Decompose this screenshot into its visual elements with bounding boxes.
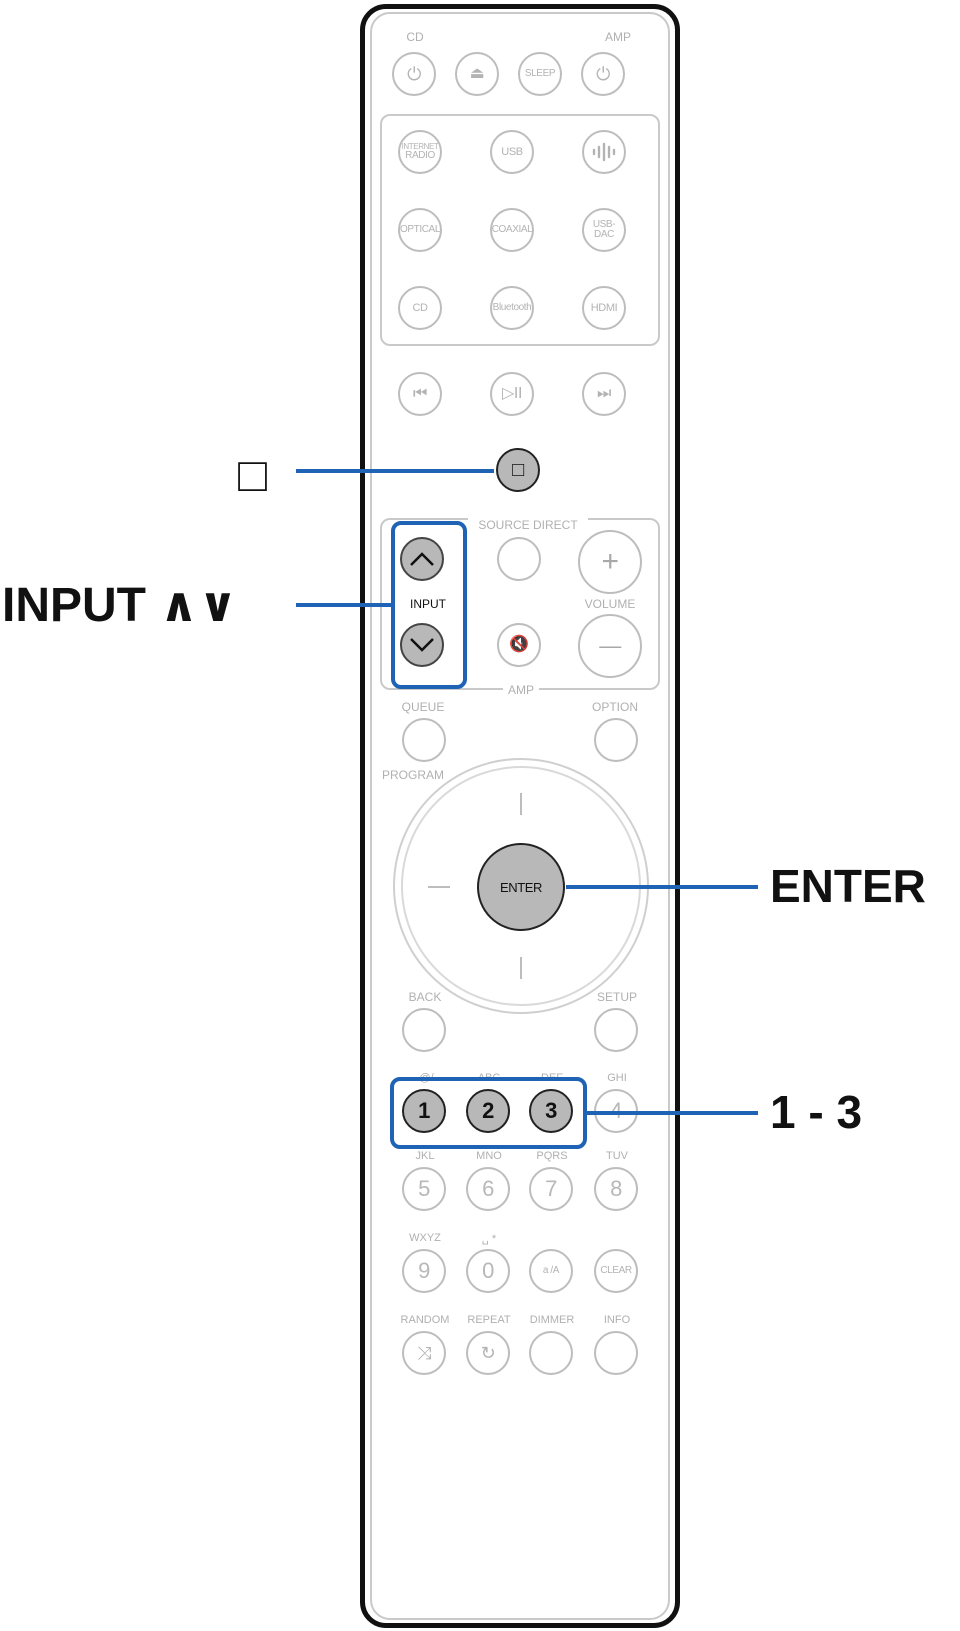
amp-power-button[interactable]: ⏻ (581, 52, 625, 96)
random-label: RANDOM (400, 1314, 450, 1326)
key-0-sub-label: ␣ * (481, 1233, 497, 1245)
hdmi-button[interactable]: HDMI (582, 286, 626, 330)
play-pause-button[interactable]: ▷II (490, 372, 534, 416)
stop-callout-line (296, 469, 494, 473)
mute-button[interactable]: 🔇 (497, 623, 541, 667)
internet-radio-button[interactable]: INTERNET RADIO (398, 130, 442, 174)
key-5-button[interactable]: 5 (402, 1167, 446, 1211)
key-8-button[interactable]: 8 (594, 1167, 638, 1211)
amp-label: AMP (604, 30, 631, 44)
heos-button[interactable] (582, 130, 626, 174)
back-button[interactable] (402, 1008, 446, 1052)
enter-callout-label: ENTER (770, 860, 926, 912)
internet-radio-label-line2: RADIO (405, 150, 435, 161)
key-8-sub-label: TUV (606, 1150, 628, 1162)
key-6-sub-label: MNO (476, 1150, 502, 1162)
cd-label: CD (406, 30, 424, 44)
repeat-label: REPEAT (467, 1314, 511, 1326)
key-5-sub-label: JKL (415, 1150, 435, 1162)
key-9-sub-label: WXYZ (409, 1232, 441, 1244)
enter-button[interactable]: ENTER (477, 843, 565, 931)
clear-button[interactable]: CLEAR (594, 1249, 638, 1293)
key-6-button[interactable]: 6 (466, 1167, 510, 1211)
navigation-up-mark (520, 793, 522, 815)
input-callout-line (296, 603, 391, 607)
eject-button[interactable]: ⏏ (455, 52, 499, 96)
amp-group-label: AMP (503, 683, 539, 697)
previous-track-button[interactable]: ⏮ (398, 372, 442, 416)
sleep-button[interactable]: SLEEP (518, 52, 562, 96)
number-keys-highlight-box (390, 1077, 587, 1149)
dimmer-label: DIMMER (529, 1314, 575, 1326)
key-3-button[interactable]: 3 (529, 1089, 573, 1133)
input-callout-label: INPUT ∧∨ (2, 579, 238, 632)
dimmer-button[interactable] (529, 1331, 573, 1375)
back-label: BACK (408, 990, 442, 1004)
setup-label: SETUP (596, 990, 637, 1004)
heos-icon (592, 142, 616, 162)
numbers-callout-line (587, 1111, 758, 1115)
optical-button[interactable]: OPTICAL (398, 208, 442, 252)
queue-button[interactable] (402, 718, 446, 762)
info-label: INFO (603, 1314, 631, 1326)
input-down-button[interactable] (400, 623, 444, 667)
stop-button[interactable]: □ (496, 448, 540, 492)
program-label: PROGRAM (381, 768, 444, 782)
numbers-callout-label: 1 - 3 (770, 1086, 863, 1138)
repeat-button[interactable]: ↻ (466, 1331, 510, 1375)
random-button[interactable]: ⤨ (402, 1331, 446, 1375)
info-button[interactable] (594, 1331, 638, 1375)
case-toggle-button[interactable]: a /A (529, 1249, 573, 1293)
internet-radio-label-line1: INTERNET (401, 142, 439, 151)
key-2-button[interactable]: 2 (466, 1089, 510, 1133)
input-highlight-box (391, 521, 467, 689)
key-4-sub-label: GHI (607, 1072, 627, 1084)
source-button-group (380, 114, 660, 346)
volume-down-button[interactable]: — (578, 614, 642, 678)
option-button[interactable] (594, 718, 638, 762)
chevron-up-icon (410, 552, 434, 566)
source-direct-button[interactable] (497, 537, 541, 581)
usb-dac-button[interactable]: USB-DAC (582, 208, 626, 252)
coaxial-button[interactable]: COAXIAL (490, 208, 534, 252)
option-label: OPTION (591, 700, 638, 714)
key-7-button[interactable]: 7 (529, 1167, 573, 1211)
enter-callout-line (566, 885, 758, 889)
navigation-left-mark (428, 886, 450, 888)
navigation-down-mark (520, 957, 522, 979)
key-7-sub-label: PQRS (536, 1150, 568, 1162)
usb-button[interactable]: USB (490, 130, 534, 174)
chevron-down-icon (410, 638, 434, 652)
key-9-button[interactable]: 9 (402, 1249, 446, 1293)
stop-callout-label: □ (238, 449, 267, 502)
remote-control-inner-edge (370, 12, 670, 1620)
setup-button[interactable] (594, 1008, 638, 1052)
next-track-button[interactable]: ⏭ (582, 372, 626, 416)
key-1-button[interactable]: 1 (402, 1089, 446, 1133)
cd-source-button[interactable]: CD (398, 286, 442, 330)
input-label: INPUT (410, 597, 446, 611)
cd-power-button[interactable]: ⏻ (392, 52, 436, 96)
bluetooth-button[interactable]: Bluetooth (490, 286, 534, 330)
volume-label: VOLUME (584, 597, 636, 611)
key-0-button[interactable]: 0 (466, 1249, 510, 1293)
input-up-button[interactable] (400, 537, 444, 581)
volume-up-button[interactable]: + (578, 530, 642, 594)
source-direct-label: SOURCE DIRECT (468, 518, 588, 532)
queue-label: QUEUE (401, 700, 445, 714)
